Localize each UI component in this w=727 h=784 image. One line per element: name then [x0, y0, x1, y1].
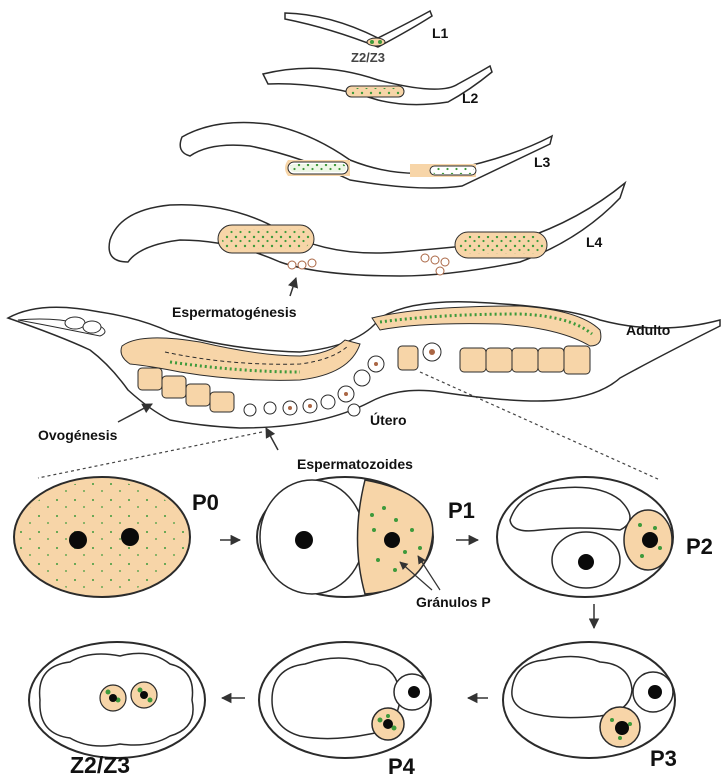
- embryo-p4: [259, 642, 431, 758]
- label-l2: L2: [462, 90, 478, 106]
- label-p0: P0: [192, 490, 219, 516]
- worm-l3: [180, 123, 552, 188]
- worm-adult: [8, 302, 720, 428]
- embryo-p0: [14, 477, 190, 597]
- worm-l4: [109, 183, 625, 276]
- label-z2z3: Z2/Z3: [70, 752, 130, 779]
- label-adult: Adulto: [626, 322, 670, 338]
- embryo-z2z3: [29, 642, 205, 758]
- arrow-granules-2: [418, 556, 440, 590]
- arrow-sperm: [266, 428, 278, 450]
- label-p4: P4: [388, 754, 415, 780]
- arrow-oogenesis: [118, 404, 152, 422]
- label-l3: L3: [534, 154, 550, 170]
- label-p3: P3: [650, 746, 677, 772]
- label-uterus: Útero: [370, 412, 407, 428]
- label-l4: L4: [586, 234, 602, 250]
- label-l1: L1: [432, 25, 448, 41]
- label-p-granules: Gránulos P: [416, 594, 491, 610]
- label-p1: P1: [448, 498, 475, 524]
- worm-l2: [263, 66, 492, 105]
- label-spermatogenesis: Espermatogénesis: [172, 304, 297, 320]
- embryo-p1: [257, 477, 433, 597]
- label-p2: P2: [686, 534, 713, 560]
- worm-l1: [285, 11, 432, 47]
- label-z2z3-larva: Z2/Z3: [351, 50, 385, 65]
- label-sperm: Espermatozoides: [297, 456, 413, 472]
- embryo-p2: [497, 477, 673, 597]
- label-oogenesis: Ovogénesis: [38, 427, 117, 443]
- arrow-spermatogenesis: [290, 278, 296, 296]
- embryo-p3: [503, 642, 675, 758]
